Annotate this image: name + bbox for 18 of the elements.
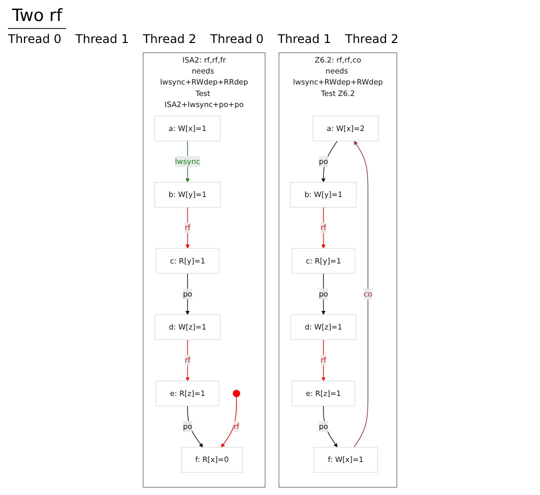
thread-label: Thread 1 <box>278 32 332 46</box>
arrow <box>321 273 326 315</box>
arrow <box>186 273 190 315</box>
arrow <box>354 140 368 448</box>
arrow <box>321 140 338 182</box>
arrow <box>221 396 237 448</box>
arrow <box>321 206 326 249</box>
arrow <box>321 339 326 382</box>
thread-label: Thread 2 <box>345 32 399 46</box>
thread-label: Thread 0 <box>8 32 62 46</box>
thread-label: Thread 1 <box>75 32 129 46</box>
arrow <box>186 206 190 249</box>
arrow <box>187 406 203 448</box>
diagram-title: Two rf <box>8 4 66 29</box>
arrow <box>323 406 338 448</box>
thread-label: Thread 2 <box>142 32 196 46</box>
thread-label: Thread 0 <box>210 32 264 46</box>
arrow <box>186 339 190 382</box>
